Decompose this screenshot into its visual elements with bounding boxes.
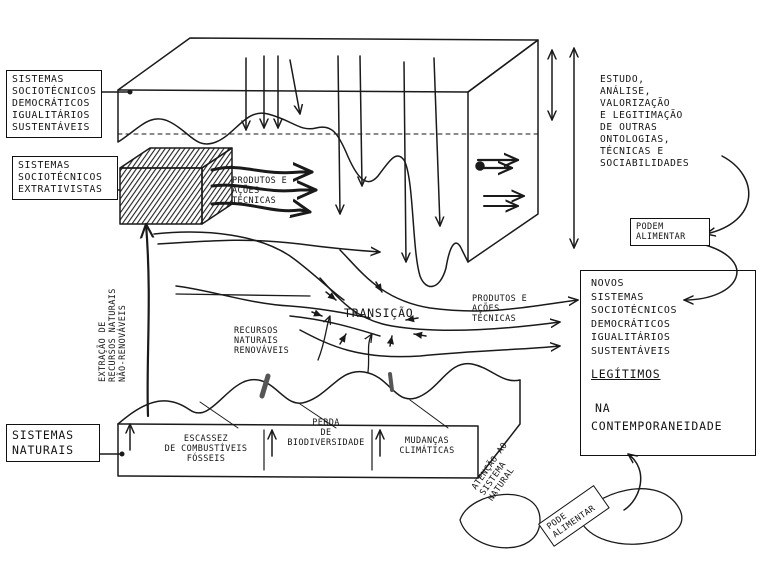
label-recursos-renovaveis: RECURSOS NATURAIS RENOVÁVEIS [234, 326, 290, 356]
label-perda: PERDA DE BIODIVERSIDADE [287, 418, 365, 448]
label-produtos-top: PRODUTOS E AÇÕES TÉCNICAS [232, 176, 288, 206]
new-systems-box: NOVOS SISTEMAS SOCIOTÉCNICOS DEMOCRÁTICO… [580, 270, 756, 456]
label-mudancas: MUDANÇAS CLIMÁTICAS [399, 436, 455, 456]
downward-arrows [246, 55, 440, 263]
label-transicao: TRANSIÇÃO [344, 306, 414, 320]
right-connectors [459, 155, 750, 549]
label-sistemas-naturais: SISTEMAS NATURAIS [6, 424, 100, 462]
label-estudo: ESTUDO, ANÁLISE, VALORIZAÇÃO E LEGITIMAÇ… [600, 74, 690, 169]
label-legitimos: LEGÍTIMOS [591, 367, 661, 381]
label-contemporaneidade: CONTEMPORANEIDADE [591, 419, 723, 433]
label-escassez: ESCASSEZ DE COMBUSTÍVEIS FÓSSEIS [164, 434, 248, 464]
top-box [117, 37, 574, 288]
natural-systems-slab [117, 363, 521, 479]
label-produtos-mid: PRODUTOS E AÇÕES TÉCNICAS [472, 294, 528, 324]
extractive-cube [119, 147, 318, 418]
label-na: NA [595, 401, 611, 415]
label-sistemas-extrativistas: SISTEMAS SOCIOTÉCNICOS EXTRATIVISTAS [12, 156, 118, 200]
transition-flows [153, 231, 579, 373]
label-novos: NOVOS SISTEMAS SOCIOTÉCNICOS DEMOCRÁTICO… [591, 278, 678, 357]
label-sistemas-democraticos: SISTEMAS SOCIOTÉCNICOS DEMOCRÁTICOS IGUA… [6, 70, 102, 138]
label-podem-alimentar: PODEM ALIMENTAR [630, 218, 710, 246]
label-extracao: EXTRAÇÃO DE RECURSOS NATURAIS NÃO-RENOVÁ… [98, 288, 128, 382]
